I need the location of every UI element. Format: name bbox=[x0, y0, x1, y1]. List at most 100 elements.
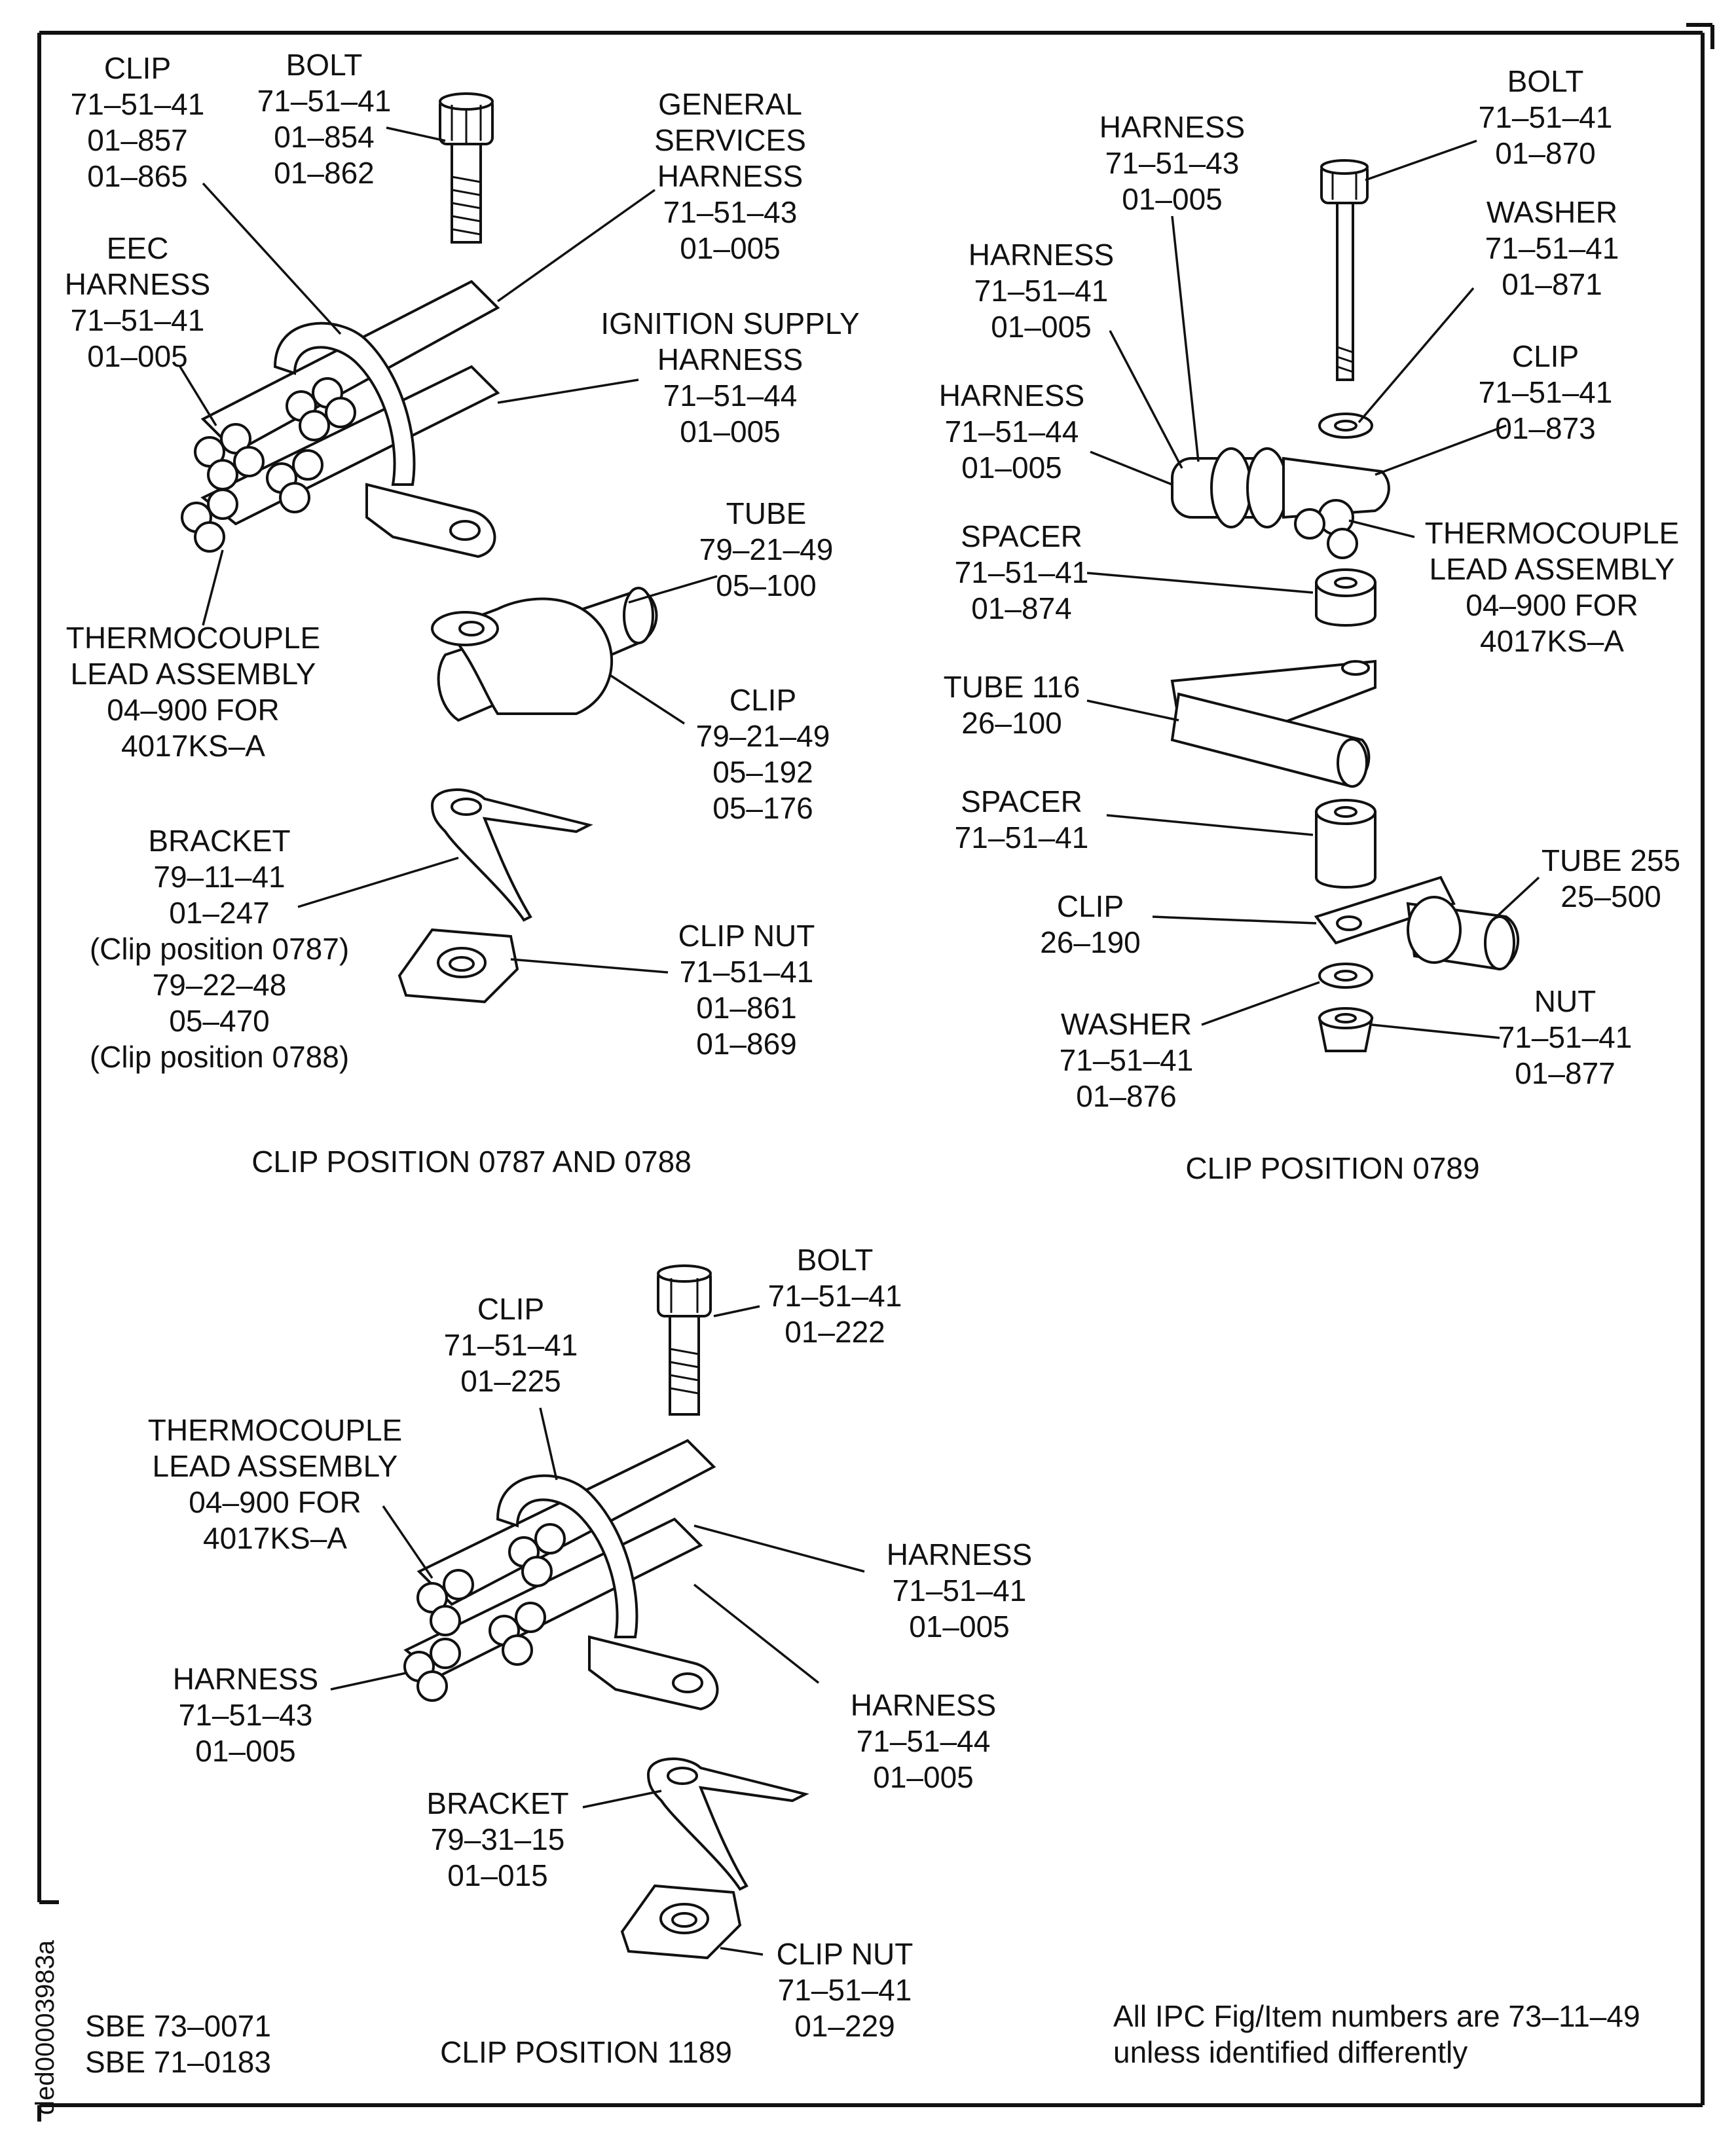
spacer-0789-upper bbox=[1315, 568, 1376, 627]
caption-pos0789: CLIP POSITION 0789 bbox=[1185, 1151, 1479, 1185]
callout-line: 01–862 bbox=[274, 156, 375, 190]
callout-line: HARNESS bbox=[173, 1662, 318, 1696]
callout-line: 71–51–41 bbox=[1479, 375, 1613, 409]
callout-line: 4017KS–A bbox=[203, 1521, 347, 1555]
callout-line: HARNESS bbox=[887, 1537, 1032, 1572]
pos1189-illustration bbox=[403, 1264, 809, 1960]
callout-line: 71–51–41 bbox=[71, 303, 205, 337]
callout-line: 71–51–41 bbox=[257, 84, 392, 118]
sheet-border bbox=[37, 23, 1714, 2122]
callout-line: SPACER bbox=[961, 784, 1082, 819]
callout-line: (Clip position 0788) bbox=[90, 1040, 349, 1074]
callout-line: HARNESS bbox=[657, 159, 803, 193]
callout-line: 01–876 bbox=[1076, 1079, 1177, 1113]
callout-line: BOLT bbox=[1507, 64, 1584, 98]
callout-line: 04–900 FOR bbox=[189, 1485, 361, 1519]
caption-pos0787: CLIP POSITION 0787 AND 0788 bbox=[251, 1145, 692, 1179]
callout-line: 01–005 bbox=[961, 451, 1062, 485]
drawing-id: ded00003983a bbox=[31, 1940, 60, 2115]
callout-line: 71–51–41 bbox=[974, 274, 1109, 308]
callout-line: WASHER bbox=[1061, 1007, 1192, 1041]
callout-line: LEAD ASSEMBLY bbox=[153, 1449, 398, 1483]
washer-0789-lower bbox=[1318, 963, 1373, 989]
callout-line: 71–51–41 bbox=[1060, 1043, 1194, 1077]
callout-line: THERMOCOUPLE bbox=[1425, 516, 1679, 550]
callout-line: 71–51–44 bbox=[945, 414, 1079, 449]
callout-line: 79–31–15 bbox=[431, 1822, 565, 1856]
caption-pos1189: CLIP POSITION 1189 bbox=[440, 2035, 732, 2069]
callout-line: 01–877 bbox=[1515, 1056, 1616, 1090]
callout-line: THERMOCOUPLE bbox=[66, 621, 320, 655]
tube-clip-0787 bbox=[431, 587, 658, 722]
callout-line: 01–865 bbox=[87, 159, 188, 193]
callout-line: 71–51–43 bbox=[1105, 146, 1240, 180]
harness-bundle-0787 bbox=[181, 280, 500, 553]
callout-line: 79–21–49 bbox=[696, 719, 830, 753]
callout-line: 01–873 bbox=[1495, 411, 1596, 445]
callout-line: 01–005 bbox=[1122, 182, 1223, 216]
callout-line: EEC bbox=[107, 231, 169, 265]
callout-line: 71–51–41 bbox=[955, 820, 1089, 855]
callout-line: 71–51–41 bbox=[71, 87, 205, 121]
callout-line: 01–005 bbox=[909, 1610, 1010, 1644]
callout-line: BRACKET bbox=[426, 1786, 568, 1820]
callout-line: BRACKET bbox=[148, 824, 290, 858]
callout-line: CLIP bbox=[1057, 889, 1124, 923]
callout-line: WASHER bbox=[1487, 195, 1617, 229]
bracket-0787 bbox=[430, 788, 593, 922]
leader-lines bbox=[179, 126, 1540, 1956]
callout-line: HARNESS bbox=[939, 378, 1084, 413]
callout-line: SPACER bbox=[961, 519, 1082, 553]
bolt-0787 bbox=[439, 92, 494, 244]
callout-line: TUBE 255 bbox=[1542, 843, 1680, 877]
callout-line: 01–857 bbox=[87, 123, 188, 157]
clip-nut-0787 bbox=[397, 928, 519, 1004]
callout-line: 71–51–41 bbox=[955, 555, 1089, 589]
callout-line: 05–470 bbox=[169, 1004, 270, 1038]
callout-line: 01–222 bbox=[785, 1315, 885, 1349]
ipc-note-line-1: All IPC Fig/Item numbers are 73–11–49 bbox=[1113, 1999, 1640, 2033]
callout-line: HARNESS bbox=[851, 1688, 996, 1722]
p-clip-1189 bbox=[496, 1474, 719, 1711]
callout-line: HARNESS bbox=[1099, 110, 1245, 144]
spacer-0789-lower bbox=[1315, 799, 1376, 889]
callout-line: 05–192 bbox=[712, 755, 813, 789]
callout-line: CLIP NUT bbox=[777, 1937, 914, 1971]
callout-line: THERMOCOUPLE bbox=[148, 1413, 402, 1447]
callout-line: 71–51–44 bbox=[857, 1724, 991, 1758]
callout-line: CLIP bbox=[104, 51, 171, 85]
callout-line: 04–900 FOR bbox=[107, 693, 279, 727]
callout-line: 01–229 bbox=[794, 2009, 895, 2043]
p-clip-0787 bbox=[273, 322, 496, 559]
callout-line: 01–247 bbox=[169, 896, 270, 930]
callout-line: 71–51–41 bbox=[1498, 1020, 1633, 1054]
harness-bundle-1189 bbox=[403, 1439, 716, 1702]
bolt-0789 bbox=[1320, 159, 1369, 381]
callout-line: 01–871 bbox=[1502, 267, 1602, 301]
callout-line: 71–51–41 bbox=[1485, 231, 1619, 265]
callout-line: 05–100 bbox=[716, 568, 817, 602]
callout-line: NUT bbox=[1534, 984, 1597, 1018]
